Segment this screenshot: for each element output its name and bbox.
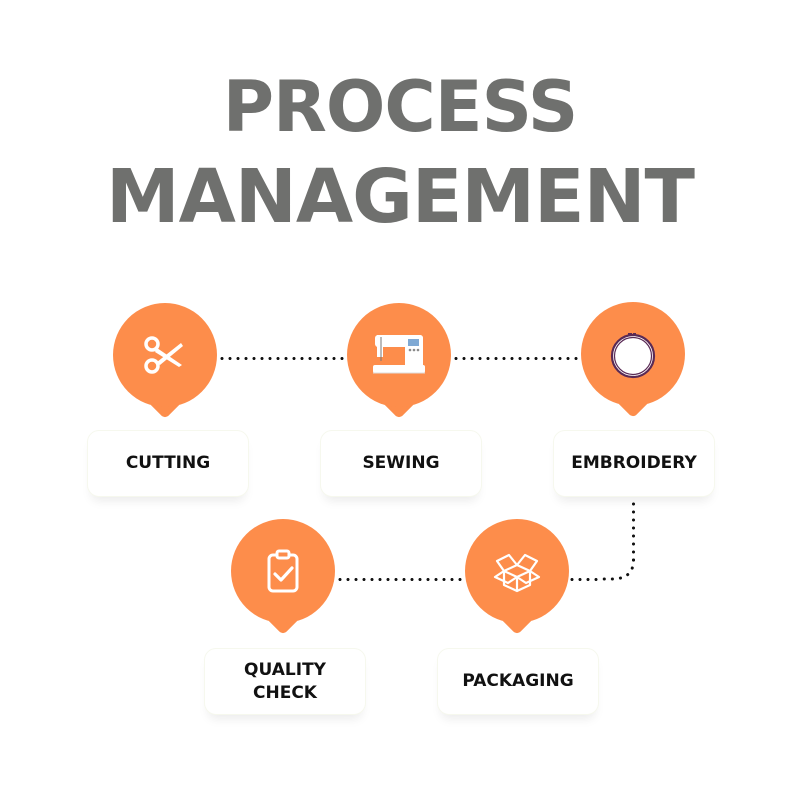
connector-packaging-quality [336,578,466,581]
title-line-1: PROCESS [222,66,579,148]
pin-disc [231,519,335,623]
step-packaging-label: PACKAGING [437,648,599,715]
step-sewing-label: SEWING [320,430,482,497]
title-line-2: MANAGEMENT [106,154,695,240]
step-quality-check-pin [231,519,335,636]
connector-sewing-embroidery [452,357,580,360]
pin-disc [347,303,451,407]
step-embroidery-pin [581,302,685,419]
sewing-machine-icon [369,325,429,385]
step-sewing-pin [347,303,451,420]
embroidery-hoop-icon [603,324,663,384]
step-packaging-pin [465,519,569,636]
pin-disc [465,519,569,623]
step-cutting-pin [113,303,217,420]
open-box-icon [487,541,547,601]
clipboard-check-icon [253,541,313,601]
connector-curve [600,558,635,581]
connector-embroidery-down [632,500,635,562]
step-cutting-label: CUTTING [87,430,249,497]
scissors-icon [135,325,195,385]
step-embroidery-label: EMBROIDERY [553,430,715,497]
connector-embroidery-packaging [568,578,602,581]
connector-cutting-sewing [218,357,348,360]
step-quality-check-label: QUALITY CHECK [204,648,366,715]
